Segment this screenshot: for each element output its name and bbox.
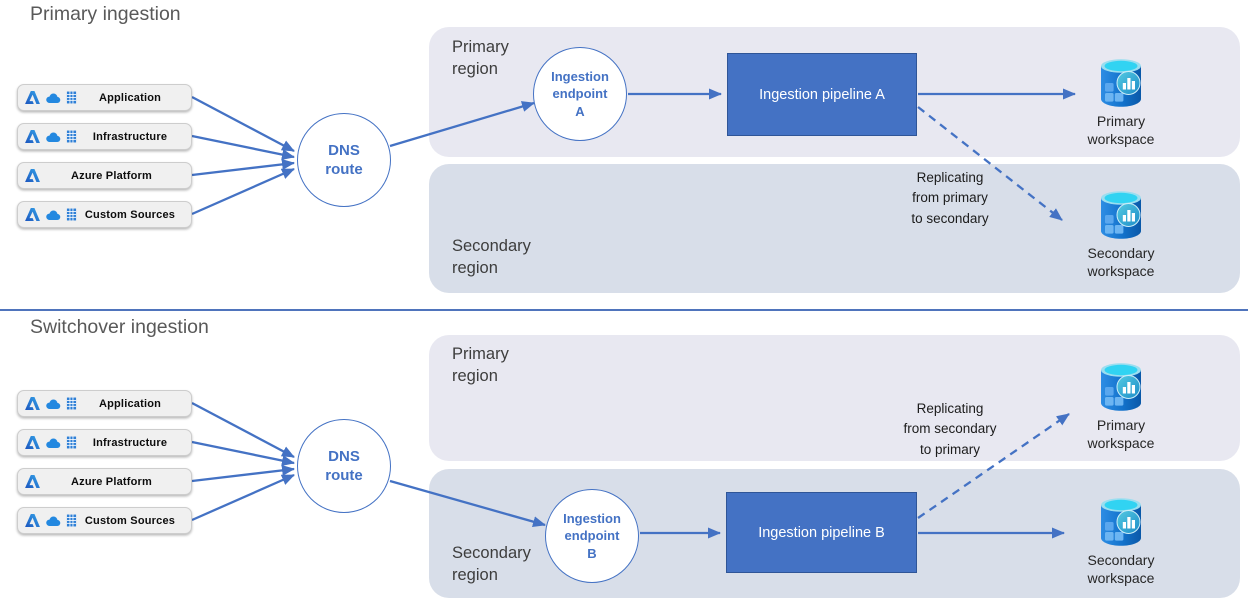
secondary-workspace: Secondary workspace: [1073, 189, 1169, 280]
source-label: Infrastructure: [92, 436, 168, 449]
secondary-workspace-label: Secondary workspace: [1087, 552, 1155, 587]
source-box-application: Application: [17, 390, 192, 417]
replication-note-line1: Replicating: [916, 170, 984, 185]
arrow-infrastructure-to-dns: [191, 134, 295, 160]
building-icon: [66, 397, 77, 410]
cloud-icon: [46, 438, 61, 448]
replication-note-line3: to primary: [919, 441, 980, 457]
source-box-infrastructure: Infrastructure: [17, 429, 192, 456]
replication-note: Replicating from primary to secondary: [875, 168, 1025, 229]
dns-label-line2: route: [325, 161, 363, 178]
arrow-custom-sources-to-dns: [191, 167, 295, 216]
source-box-application: Application: [17, 84, 192, 111]
replication-note-line2: from secondary: [903, 421, 997, 437]
dashed-arrow-replication-to-secondary: [917, 106, 1063, 221]
primary-workspace: Primary workspace: [1073, 361, 1169, 452]
cloud-icon: [46, 399, 61, 409]
log-analytics-workspace-icon: [1101, 59, 1141, 107]
dashed-arrow-replication-to-primary: [917, 413, 1070, 519]
log-analytics-workspace-icon: [1101, 191, 1141, 239]
building-icon: [66, 130, 77, 143]
dns-route-node: DNS route: [297, 419, 391, 513]
source-box-custom-sources: Custom Sources: [17, 507, 192, 534]
endpoint-label-line1: Ingestion: [551, 69, 609, 85]
section-title-primary-ingestion: Primary ingestion: [30, 3, 181, 25]
source-label: Custom Sources: [84, 514, 176, 527]
dns-route-node: DNS route: [297, 113, 391, 207]
source-label: Application: [98, 91, 162, 104]
arrow-application-to-dns: [191, 401, 295, 459]
secondary-region-label: Secondary region: [452, 544, 531, 584]
source-label: Azure Platform: [70, 169, 153, 182]
azure-icon: [25, 475, 40, 488]
ingestion-pipeline-b-box: Ingestion pipeline B: [726, 492, 917, 573]
source-label: Infrastructure: [92, 130, 168, 143]
log-analytics-workspace-icon: [1101, 498, 1141, 546]
arrow-infrastructure-to-dns: [191, 440, 295, 466]
azure-icon: [25, 514, 40, 527]
source-label: Application: [98, 397, 162, 410]
source-label: Custom Sources: [84, 208, 176, 221]
arrow-custom-sources-to-dns: [191, 473, 295, 522]
cloud-icon: [46, 132, 61, 142]
azure-icon: [25, 91, 40, 104]
section-title-switchover-ingestion: Switchover ingestion: [30, 316, 209, 338]
primary-workspace: Primary workspace: [1073, 57, 1169, 148]
source-box-custom-sources: Custom Sources: [17, 201, 192, 228]
replication-note-line1: Replicating: [916, 401, 984, 416]
endpoint-label-line3: B: [587, 545, 597, 561]
azure-icon: [25, 130, 40, 143]
building-icon: [66, 91, 77, 104]
arrow-dns-to-endpoint-b: [389, 479, 546, 528]
cloud-icon: [46, 516, 61, 526]
arrow-azure-platform-to-dns: [191, 464, 295, 483]
dns-label-line1: DNS: [328, 141, 360, 159]
replication-note-line3: to secondary: [911, 210, 989, 226]
source-box-azure-platform: Azure Platform: [17, 162, 192, 189]
primary-region-label: Primary region: [452, 345, 509, 385]
source-box-infrastructure: Infrastructure: [17, 123, 192, 150]
replication-note-line2: from primary: [912, 190, 988, 206]
dns-label-line1: DNS: [328, 447, 360, 465]
azure-icon: [25, 436, 40, 449]
primary-workspace-label: Primary workspace: [1087, 417, 1155, 452]
arrow-dns-to-endpoint-a: [389, 101, 535, 148]
building-icon: [66, 208, 77, 221]
secondary-workspace: Secondary workspace: [1073, 496, 1169, 587]
arrow-application-to-dns: [191, 95, 295, 153]
endpoint-label-line2: endpoint: [552, 86, 608, 102]
endpoint-label-line1: Ingestion: [563, 511, 621, 527]
section-divider: [0, 309, 1248, 311]
secondary-workspace-label: Secondary workspace: [1087, 245, 1155, 280]
cloud-icon: [46, 210, 61, 220]
building-icon: [66, 514, 77, 527]
azure-icon: [25, 208, 40, 221]
arrow-azure-platform-to-dns: [191, 158, 295, 177]
secondary-region-label: Secondary region: [452, 237, 531, 277]
primary-workspace-label: Primary workspace: [1087, 113, 1155, 148]
cloud-icon: [46, 93, 61, 103]
endpoint-label-line3: A: [575, 103, 585, 119]
dns-label-line2: route: [325, 467, 363, 484]
primary-region-label: Primary region: [452, 38, 509, 78]
source-label: Azure Platform: [70, 475, 153, 488]
log-analytics-workspace-icon: [1101, 363, 1141, 411]
building-icon: [66, 436, 77, 449]
ingestion-pipeline-a-box: Ingestion pipeline A: [727, 53, 917, 136]
source-box-azure-platform: Azure Platform: [17, 468, 192, 495]
azure-icon: [25, 169, 40, 182]
replication-note: Replicating from secondary to primary: [870, 399, 1030, 460]
endpoint-label-line2: endpoint: [564, 528, 620, 544]
azure-icon: [25, 397, 40, 410]
